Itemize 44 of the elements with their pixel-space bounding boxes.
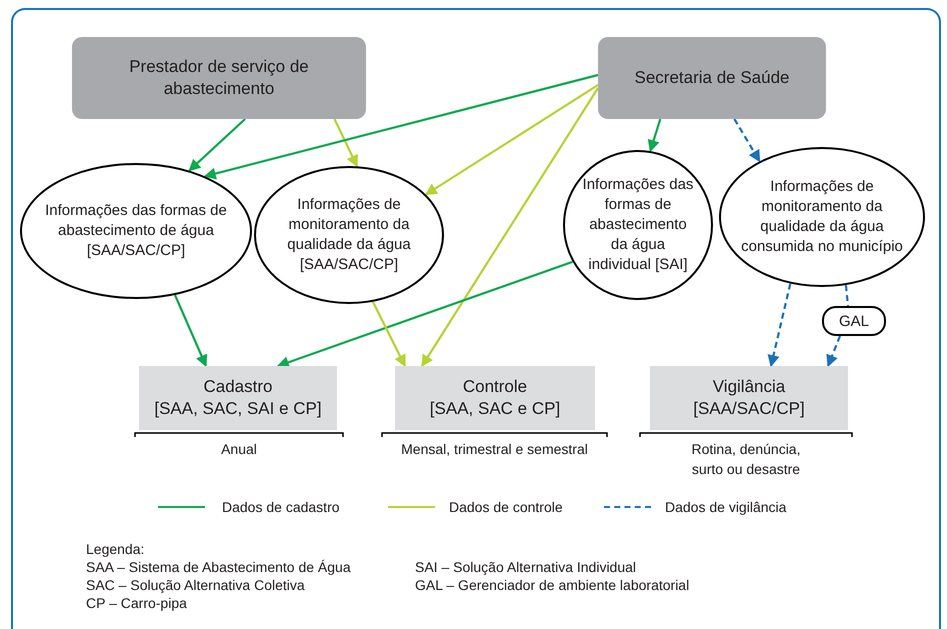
node-title: Informações de monitoramento da qualidade da água consumida no município [740, 177, 904, 257]
node-title: Secretaria de Saúde [634, 67, 790, 89]
node-text: [SAA, SAC, SAI e CP] [154, 398, 322, 420]
node-title: Informações das formas de abastecimento de água [SAA/SAC/CP] [44, 201, 228, 261]
frequency-note: Mensal, trimestral e semestral [400, 440, 589, 459]
node-title: Cadastro [204, 376, 272, 398]
arrow [204, 74, 598, 180]
abbreviation-note: SAA – Sistema de Abastecimento de Água [86, 558, 351, 576]
arrow [648, 118, 662, 152]
arrow [424, 84, 599, 196]
arrow [174, 294, 208, 368]
arrow [733, 118, 761, 162]
node-title: GAL [838, 312, 869, 330]
arrow [372, 301, 406, 368]
category-box [395, 366, 595, 430]
arrow [768, 283, 792, 368]
category-box [139, 366, 337, 430]
arrow [421, 87, 599, 368]
gal-badge [822, 306, 886, 336]
arrow [188, 118, 246, 172]
legend-label: Dados de cadastro [222, 498, 340, 516]
frequency-note: Rotina, denúncia, surto ou desastre [690, 440, 802, 479]
node-text: [SAA, SAC e CP] [430, 398, 560, 420]
frequency-note: Anual [220, 440, 258, 459]
connector-line [844, 285, 850, 306]
process-box [598, 37, 826, 119]
node-title: Informações das formas de abastecimento da água individual [SAI] [582, 175, 694, 275]
abbreviation-note: SAI – Solução Alternativa Individual [415, 558, 636, 576]
node-title: Prestador de serviço de abastecimento [128, 56, 310, 100]
abbreviation-note: CP – Carro-pipa [86, 594, 187, 612]
abbreviation-note: GAL – Gerenciador de ambiente laboratorial [415, 576, 690, 594]
node-text: [SAA/SAC/CP] [693, 398, 805, 420]
key-heading: Legenda: [86, 540, 144, 558]
legend-label: Dados de controle [449, 498, 563, 516]
arrow [334, 118, 358, 168]
arrow [276, 260, 573, 368]
abbreviation-note: SAC – Solução Alternativa Coletiva [86, 576, 305, 594]
process-box [72, 37, 366, 119]
node-title: Controle [462, 376, 528, 398]
category-box [650, 366, 848, 430]
arrow [826, 336, 842, 368]
legend-label: Dados de vigilância [665, 498, 786, 516]
node-title: Informações de monitoramento da qualidade da água [SAA/SAC/CP] [286, 195, 412, 275]
node-title: Vigilância [712, 376, 786, 398]
